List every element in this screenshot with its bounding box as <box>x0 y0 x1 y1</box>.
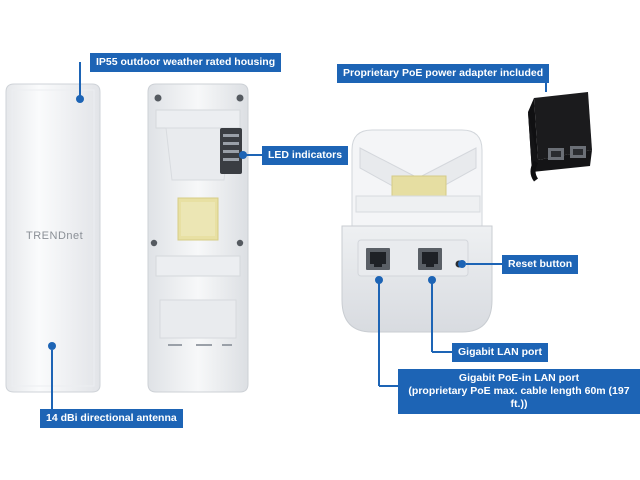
callout-led-indicators: LED indicators <box>262 146 349 165</box>
connector-gigabit-lan <box>431 282 452 353</box>
screw-icon <box>154 94 162 102</box>
callout-gigabit-lan: Gigabit LAN port <box>452 343 548 362</box>
callout-poe-in-lan: Gigabit PoE-in LAN port (proprietary PoE… <box>398 369 640 414</box>
back-housing <box>147 83 249 393</box>
front-housing <box>5 83 101 393</box>
callout-antenna: 14 dBi directional antenna <box>40 409 183 428</box>
callout-poe-in-line2: (proprietary PoE max. cable length 60m (… <box>408 385 630 410</box>
callout-poe-in-line1: Gigabit PoE-in LAN port <box>458 372 580 384</box>
bottom-view-housing <box>341 129 493 333</box>
connector-poe-in <box>378 282 398 387</box>
callout-connectors <box>48 62 547 418</box>
poe-adapter <box>528 92 592 182</box>
screw-icon <box>236 239 244 247</box>
brand-logo: TRENDnet <box>26 230 84 242</box>
callout-poe-adapter: Proprietary PoE power adapter included <box>337 64 550 83</box>
screw-icon <box>150 239 158 247</box>
callout-reset-button: Reset button <box>502 255 579 274</box>
screw-icon <box>236 94 244 102</box>
callout-housing: IP55 outdoor weather rated housing <box>90 53 282 72</box>
